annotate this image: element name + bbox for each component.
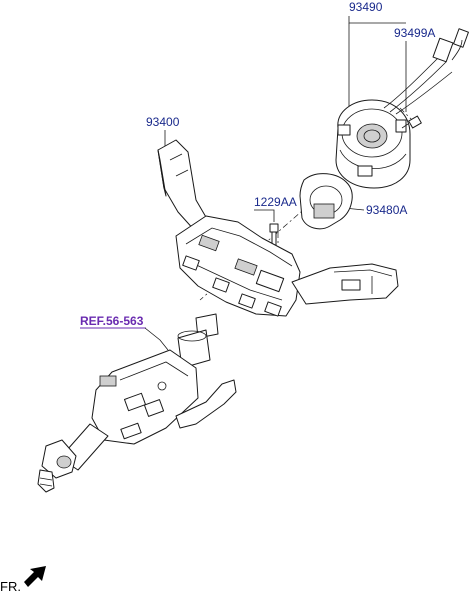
screw-93499a bbox=[401, 115, 422, 129]
label-93480a: 93480A bbox=[366, 203, 407, 217]
arrow-icon bbox=[24, 566, 46, 587]
label-93499a: 93499A bbox=[394, 26, 435, 40]
label-93490: 93490 bbox=[349, 0, 383, 14]
ring-93480a bbox=[299, 173, 353, 230]
label-1229aa: 1229AA bbox=[254, 195, 297, 209]
clock-spring-93490 bbox=[335, 28, 469, 189]
front-label: FR. bbox=[0, 579, 21, 594]
leader-lines bbox=[144, 16, 407, 351]
steering-column bbox=[37, 313, 237, 493]
ref-label[interactable]: REF.56-563 bbox=[80, 314, 144, 328]
label-93400: 93400 bbox=[146, 115, 180, 129]
multifunction-switch-93400 bbox=[157, 139, 399, 317]
